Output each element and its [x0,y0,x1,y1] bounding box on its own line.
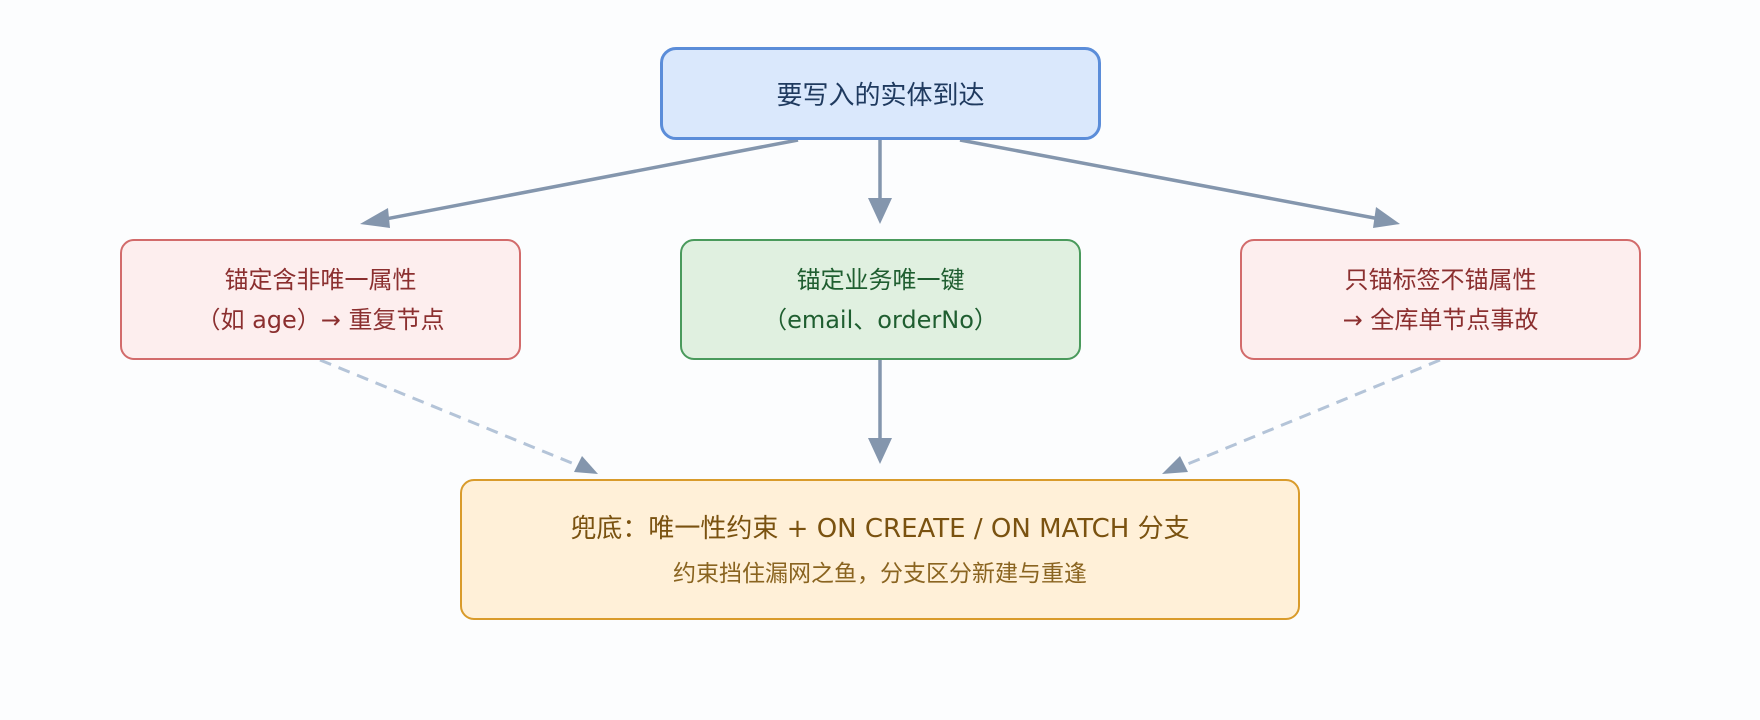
label-only-anchor-line1: 只锚标签不锚属性 [1344,265,1537,294]
edge-left-to-fallback [319,358,598,474]
non-unique-anchor-line1: 锚定含非唯一属性 [224,265,417,294]
label-only-anchor-node: 只锚标签不锚属性 → 全库单节点事故 [1240,239,1641,360]
edge-line-dashed [319,358,585,470]
edge-right-to-fallback [1162,358,1441,474]
edge-line [959,138,1386,222]
arrowhead-icon [574,456,598,474]
edge-line [369,138,799,224]
unique-key-anchor-node: 锚定业务唯一键 （email、orderNo） [680,239,1081,360]
edge-start-to-mid [868,140,892,224]
fallback-title: 兜底：唯一性约束 + ON CREATE / ON MATCH 分支 [570,513,1190,544]
arrowhead-icon [868,198,892,224]
non-unique-anchor-line2: （如 age）→ 重复节点 [196,305,445,334]
edge-line-dashed [1177,358,1441,470]
arrowhead-icon [868,438,892,464]
arrowhead-icon [1373,207,1400,228]
unique-key-anchor-line1: 锚定业务唯一键 [796,265,965,294]
fallback-subtitle: 约束挡住漏网之鱼，分支区分新建与重逢 [673,560,1087,587]
arrowhead-icon [1162,456,1188,474]
unique-key-anchor-line2: （email、orderNo） [763,305,998,334]
edge-mid-to-fallback [868,360,892,464]
start-node-label: 要写入的实体到达 [776,81,985,111]
start-node: 要写入的实体到达 [660,47,1101,140]
edge-start-to-right [959,138,1400,228]
label-only-anchor-line2: → 全库单节点事故 [1342,305,1539,334]
arrowhead-icon [360,208,390,228]
non-unique-anchor-node: 锚定含非唯一属性 （如 age）→ 重复节点 [120,239,521,360]
fallback-node: 兜底：唯一性约束 + ON CREATE / ON MATCH 分支 约束挡住漏… [460,479,1300,620]
edge-start-to-left [360,138,799,228]
